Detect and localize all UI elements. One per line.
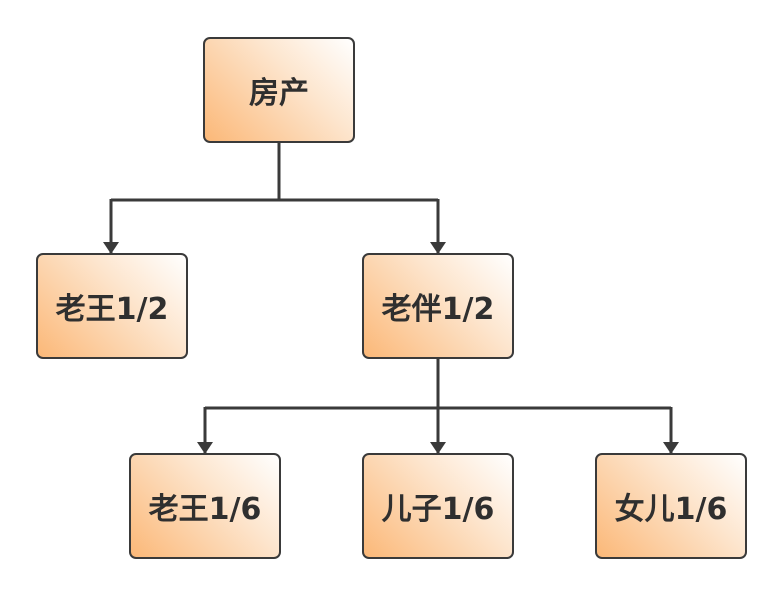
node-laoban-half: 老伴1/2 — [362, 253, 514, 359]
node-erzi-sixth: 儿子1/6 — [362, 453, 514, 559]
node-laowang-sixth: 老王1/6 — [129, 453, 281, 559]
node-root-property: 房产 — [203, 37, 355, 143]
node-nver-sixth: 女儿1/6 — [595, 453, 747, 559]
node-laowang-half: 老王1/2 — [36, 253, 188, 359]
